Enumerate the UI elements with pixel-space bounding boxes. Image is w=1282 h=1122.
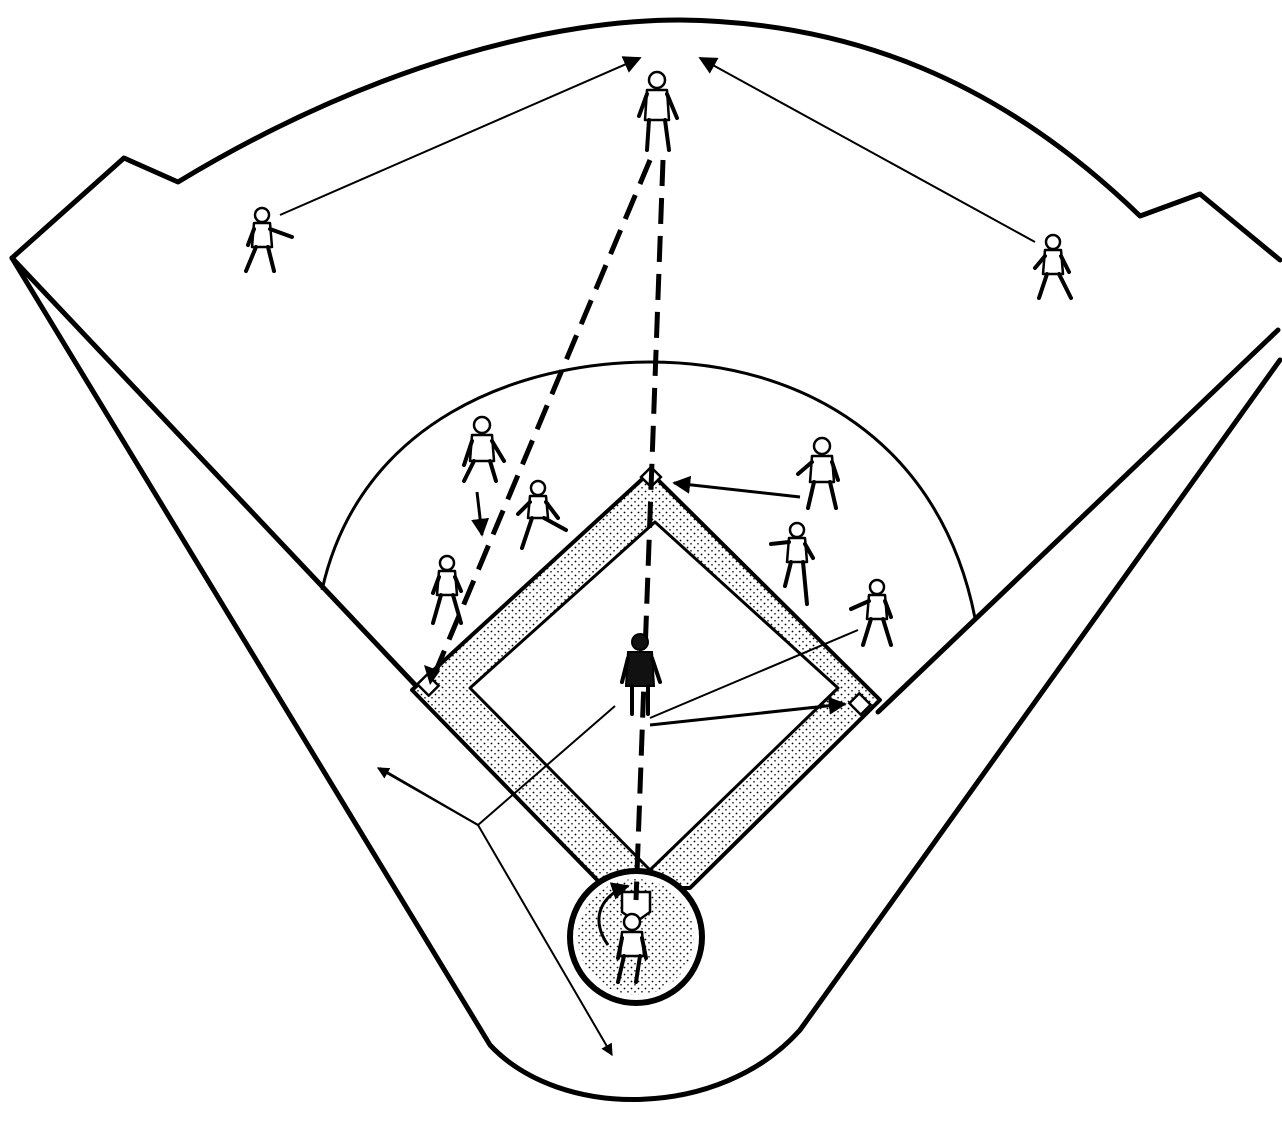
backup-arrow-left <box>378 768 478 825</box>
left-fielder-arrow <box>280 58 640 215</box>
third-baseman-covering <box>433 556 461 623</box>
center-fielder <box>639 72 677 150</box>
second-baseman <box>798 438 838 508</box>
second-baseman-arrow <box>674 483 800 497</box>
third-baseman <box>518 481 566 548</box>
left-foul-line <box>12 258 420 690</box>
right-fielder <box>1035 235 1071 298</box>
second-base-fielder <box>771 523 813 604</box>
shortstop <box>464 417 504 481</box>
infield-grass <box>470 522 838 870</box>
right-fielder-arrow <box>700 58 1035 242</box>
shortstop-arrow <box>477 492 482 535</box>
left-fielder <box>246 208 292 271</box>
right-foul-line <box>878 330 1278 712</box>
first-baseman <box>851 580 891 645</box>
